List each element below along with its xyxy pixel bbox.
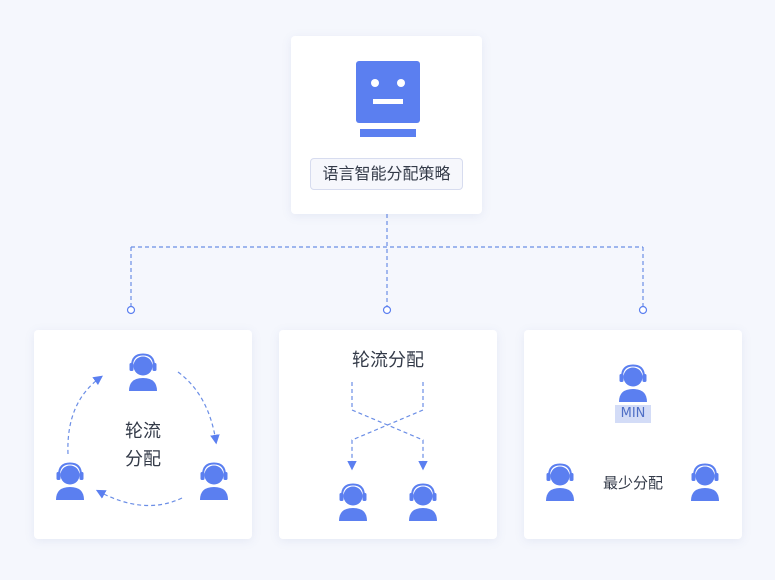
agent-icon: [613, 362, 653, 402]
robot-icon: [356, 61, 420, 137]
connector-node-right: [638, 305, 648, 315]
cycle-arrows: [67, 371, 220, 507]
agent-icon: [333, 481, 373, 521]
agent-icon: [403, 481, 443, 521]
least-assignment-card: MIN 最少分配: [524, 330, 742, 539]
strategy-card: 语言智能分配策略: [291, 36, 482, 214]
round-robin-card: 轮流分配: [279, 330, 497, 539]
center-line-1: 轮流: [125, 421, 161, 442]
center-line-2: 分配: [125, 449, 161, 470]
cross-arrows: [347, 382, 428, 471]
round-robin-cycle-card: 轮流 分配: [34, 330, 252, 539]
strategy-label[interactable]: 语言智能分配策略: [310, 158, 463, 190]
least-assignment-label: 最少分配: [602, 474, 663, 492]
round-robin-center-label: 轮流 分配: [114, 418, 172, 474]
round-robin-title: 轮流分配: [352, 350, 424, 371]
agent-icon: [123, 351, 163, 391]
agent-icon: [194, 460, 234, 500]
agent-icon: [540, 461, 580, 501]
connector-node-left: [126, 305, 136, 315]
agent-icon: [50, 460, 90, 500]
min-badge: MIN: [615, 405, 651, 423]
agent-icon: [685, 461, 725, 501]
connector-node-mid: [382, 305, 392, 315]
